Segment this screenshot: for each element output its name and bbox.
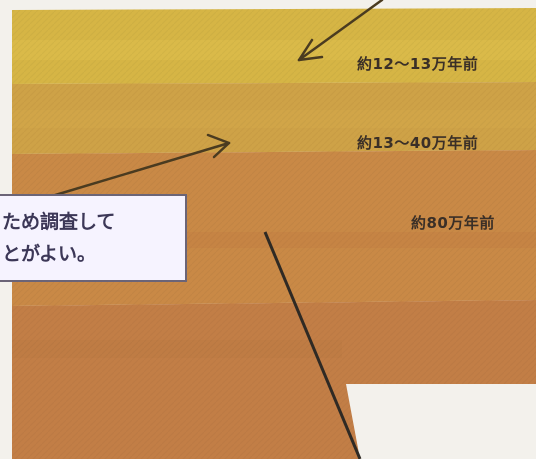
callout-text-line-2: とがよい。	[2, 243, 97, 265]
age-label-80: 約80万年前	[411, 214, 495, 232]
arrow-to-layer-1	[297, 0, 384, 62]
arrow-to-layer-2	[50, 133, 231, 198]
age-label-13-40: 約13〜40万年前	[357, 134, 479, 152]
age-label-12-13: 約12〜13万年前	[357, 55, 479, 73]
callout-box: ため調査して とがよい。	[0, 194, 187, 282]
fault-line	[263, 231, 362, 459]
callout-text-line-1: ため調査して	[2, 211, 116, 233]
texture	[12, 8, 536, 459]
